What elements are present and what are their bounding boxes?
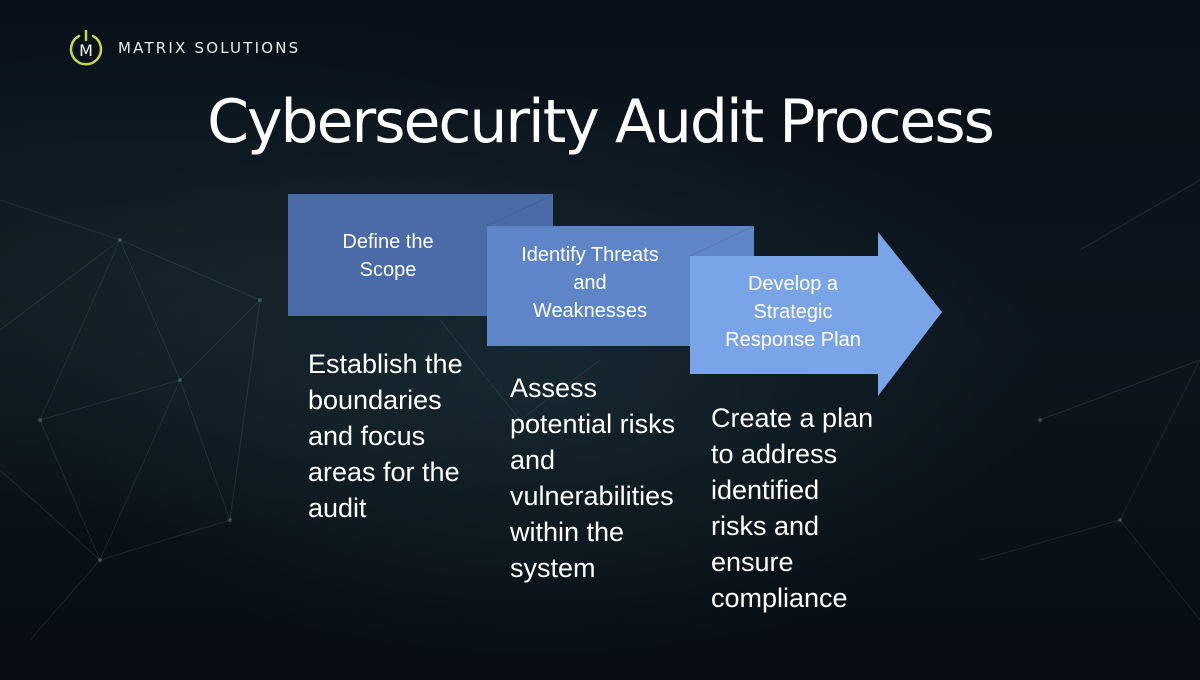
step-3-description: Create a plan to address identified risk… <box>711 403 874 613</box>
slide-title: Cybersecurity Audit Process <box>207 87 995 157</box>
step-1-arrowhead <box>487 195 553 226</box>
step-1-chevron <box>288 194 553 316</box>
brand-name: MATRIX SOLUTIONS <box>118 39 301 57</box>
power-logo-icon: M <box>69 29 103 66</box>
step-2-description: Assess potential risks and vulnerabiliti… <box>510 373 676 583</box>
brand-logo[interactable]: M MATRIX SOLUTIONS <box>66 28 300 68</box>
step-3-label: Develop a Strategic Response Plan <box>725 273 861 351</box>
step-1-label: Define the Scope <box>342 231 434 281</box>
step-2-arrowhead <box>690 226 754 256</box>
step-2-chevron <box>487 226 754 346</box>
logo-letter: M <box>79 41 93 60</box>
step-1-description: Establish the boundaries and focus areas… <box>308 349 463 523</box>
step-3-arrow <box>690 232 942 396</box>
step-2-label: Identify Threats and Weaknesses <box>521 244 659 322</box>
